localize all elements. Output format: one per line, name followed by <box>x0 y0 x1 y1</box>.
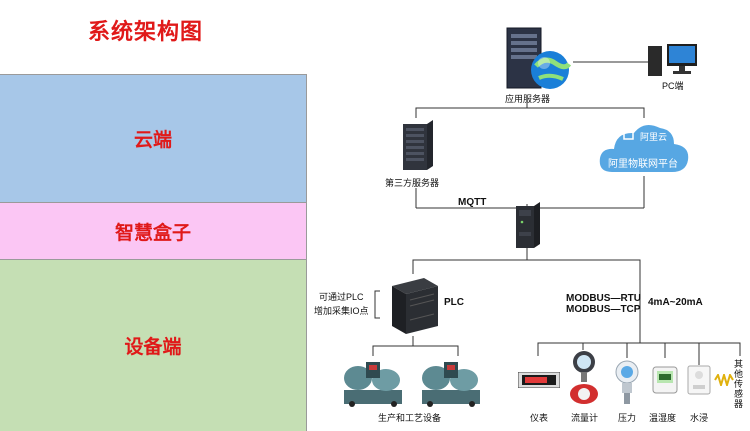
pc-label: PC端 <box>662 81 684 91</box>
plc-label: PLC <box>444 297 464 308</box>
meter-icon <box>517 371 561 389</box>
other-sensors-icon <box>714 371 734 389</box>
device-layer-band: 设备端 <box>0 259 307 431</box>
temp-humidity-label: 温湿度 <box>649 413 677 423</box>
flowmeter-icon <box>568 350 600 406</box>
line-sensors-bus <box>537 342 741 356</box>
app-server-label: 应用服务器 <box>505 94 551 104</box>
aliyun-cloud-icon <box>596 118 692 176</box>
line-equipment-branch <box>372 345 459 356</box>
cloud-layer-label: 云端 <box>133 130 172 151</box>
water-leak-sensor-icon <box>684 365 714 395</box>
line-gateway-split <box>412 259 641 343</box>
pressure-sensor-icon <box>612 360 642 406</box>
pressure-label: 压力 <box>618 413 637 423</box>
aliyun-iot-label: 阿里物联网平台 <box>608 159 678 170</box>
production-equipment-icon-1 <box>342 356 404 408</box>
pc-icon <box>647 42 699 78</box>
plc-note-bracket <box>374 290 380 319</box>
plc-icon <box>388 274 440 336</box>
page-title: 系统架构图 <box>88 19 204 44</box>
smart-box-layer-label: 智慧盒子 <box>114 222 191 244</box>
flowmeter-label: 流量计 <box>571 413 599 423</box>
modbus-rtu-label: MODBUS—RTU <box>566 293 641 304</box>
third-party-server-label: 第三方服务器 <box>385 178 440 188</box>
mqtt-label: MQTT <box>458 197 487 208</box>
analog-signal-label: 4mA~20mA <box>648 297 703 308</box>
line-server-branches <box>415 107 645 118</box>
third-party-server-icon <box>397 120 437 172</box>
smart-box-gateway-icon <box>512 202 542 250</box>
other-sensors-label: 其他传感器 <box>734 359 744 409</box>
production-equipment-label: 生产和工艺设备 <box>378 413 442 423</box>
modbus-tcp-label: MODBUS—TCP <box>566 304 641 315</box>
app-server-icon <box>503 26 575 92</box>
production-equipment-icon-2 <box>420 356 482 408</box>
device-layer-label: 设备端 <box>124 337 182 358</box>
plc-note-line1: 可通过PLC <box>319 292 364 302</box>
plc-note-line2: 增加采集IO点 <box>314 306 369 316</box>
cloud-layer-band: 云端 <box>0 74 307 202</box>
meter-label: 仪表 <box>530 413 549 423</box>
aliyun-logo-text: 阿里云 <box>640 132 668 142</box>
smart-box-layer-band: 智慧盒子 <box>0 202 307 259</box>
temp-humidity-sensor-icon <box>652 366 678 394</box>
water-leak-label: 水浸 <box>690 413 709 423</box>
